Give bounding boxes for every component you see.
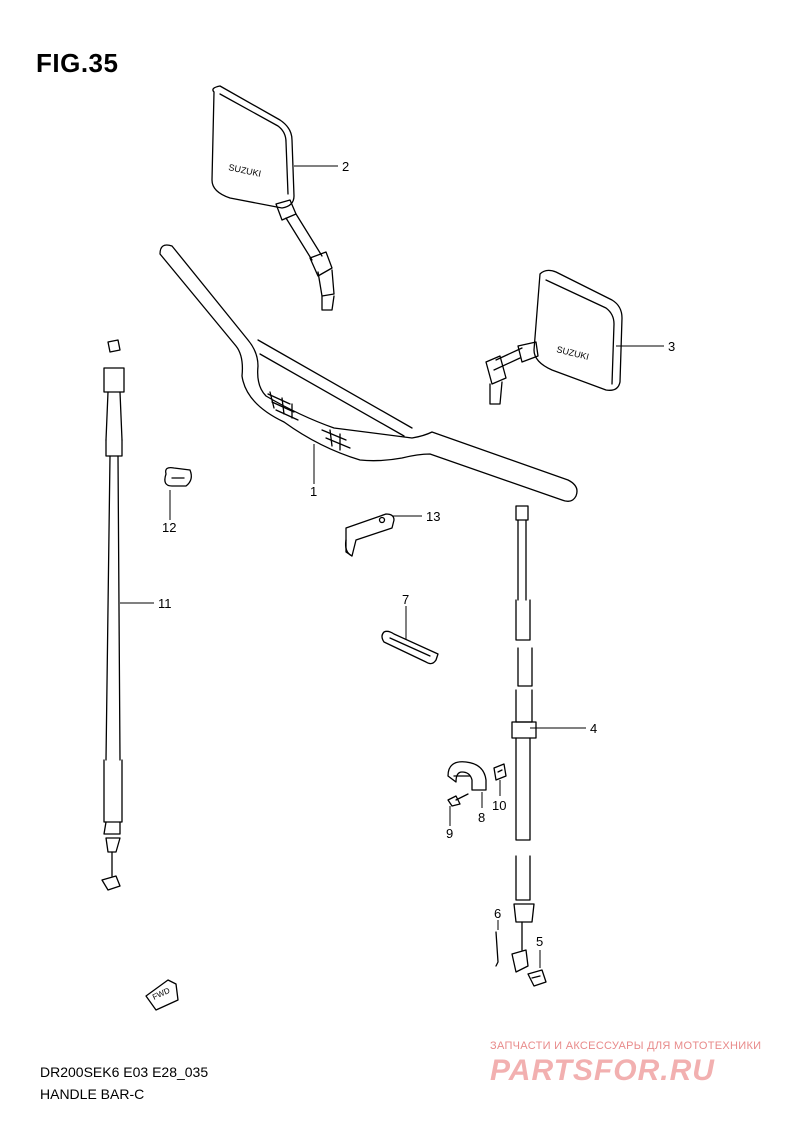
callout-1: 1 xyxy=(310,484,317,499)
callout-8: 8 xyxy=(478,810,485,825)
leader-lines xyxy=(120,165,664,968)
fwd-arrow-icon: FWD xyxy=(145,979,179,1011)
guide-13[interactable] xyxy=(344,513,395,557)
bolt-9[interactable] xyxy=(447,793,469,807)
bracket-7[interactable] xyxy=(381,630,439,665)
callout-3: 3 xyxy=(668,339,675,354)
figure-title: FIG.35 xyxy=(36,48,119,78)
clip-12[interactable] xyxy=(164,466,192,487)
callout-13: 13 xyxy=(426,509,440,524)
callout-6: 6 xyxy=(494,906,501,921)
right-mirror-logo: SUZUKI xyxy=(556,344,590,362)
right-cable[interactable] xyxy=(511,505,537,973)
callout-9: 9 xyxy=(446,826,453,841)
fwd-label: FWD xyxy=(151,986,172,1002)
nut-10[interactable] xyxy=(493,763,507,781)
part-group-name: HANDLE BAR-C xyxy=(40,1086,145,1102)
nut-5[interactable] xyxy=(527,969,547,987)
left-cable[interactable] xyxy=(101,339,125,891)
callout-5: 5 xyxy=(536,934,543,949)
clamp-8[interactable] xyxy=(447,761,487,791)
left-mirror[interactable]: SUZUKI xyxy=(211,85,335,311)
watermark-text: ЗАПЧАСТИ И АКСЕССУАРЫ ДЛЯ МОТОТЕХНИКИ xyxy=(490,1040,762,1052)
callout-2: 2 xyxy=(342,159,349,174)
pin-6[interactable] xyxy=(495,931,499,967)
callout-7: 7 xyxy=(402,592,409,607)
watermark-logo[interactable]: PARTSFOR.RU xyxy=(490,1054,715,1087)
callout-4: 4 xyxy=(590,721,597,736)
model-code: DR200SEK6 E03 E28_035 xyxy=(40,1064,209,1080)
right-mirror[interactable]: SUZUKI xyxy=(485,269,623,405)
left-mirror-logo: SUZUKI xyxy=(228,162,262,179)
callout-12: 12 xyxy=(162,520,176,535)
callout-11: 11 xyxy=(158,596,172,611)
callout-10: 10 xyxy=(492,798,506,813)
handle-bar[interactable] xyxy=(159,244,578,502)
